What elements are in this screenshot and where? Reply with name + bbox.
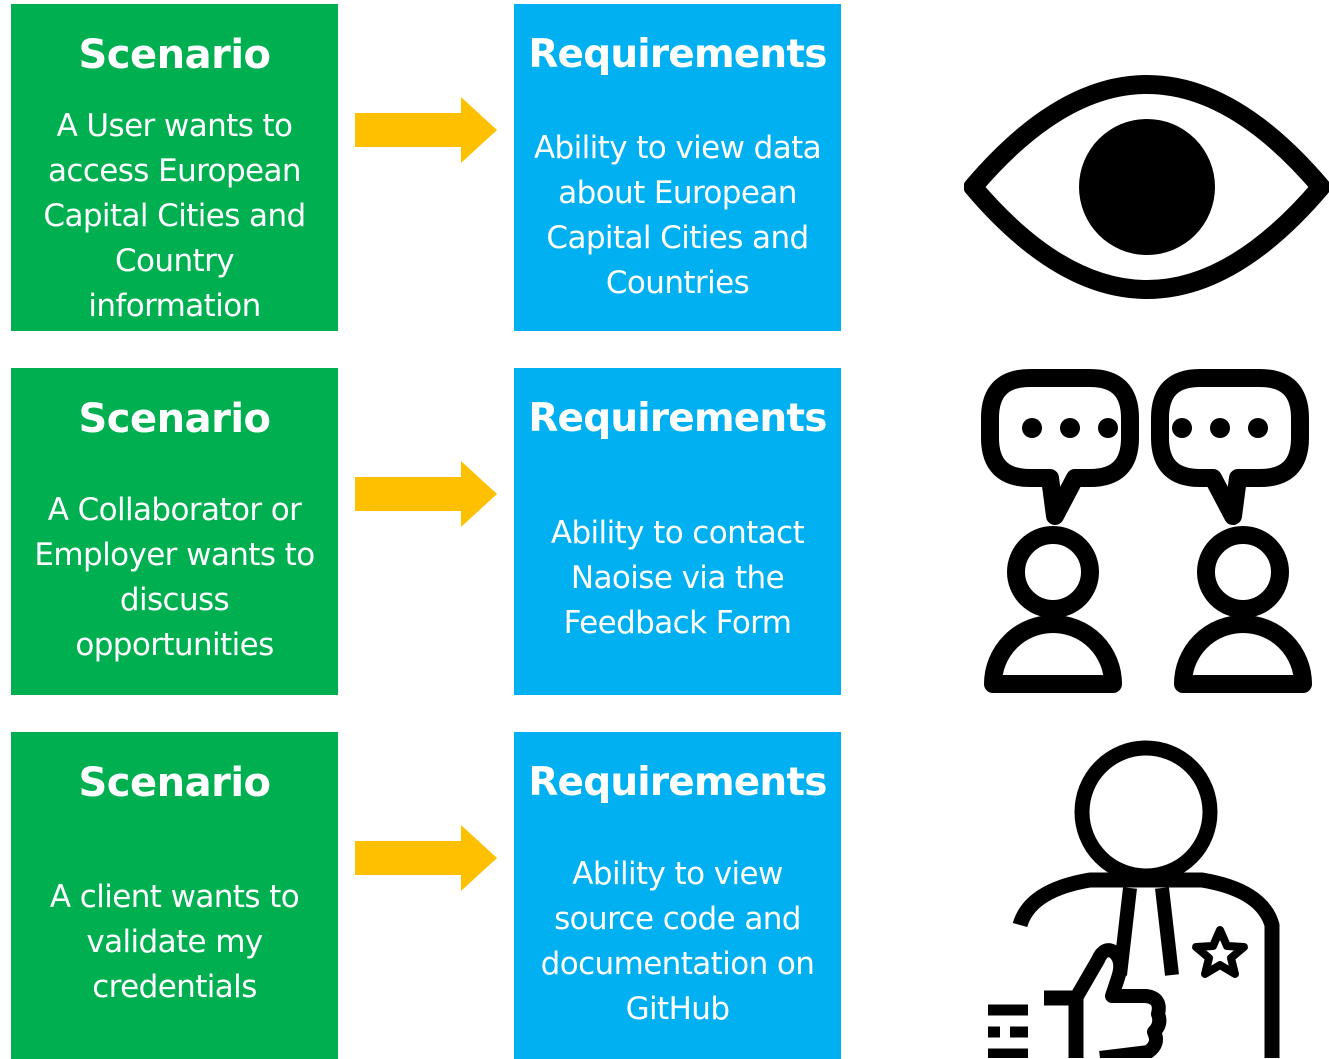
scenario-box: Scenario A User wants to access European… xyxy=(11,4,338,331)
requirement-title: Requirements xyxy=(528,760,827,805)
scenario-text: A client wants to validate my credential… xyxy=(49,879,300,1005)
requirement-box: Requirements Ability to contact Naoise v… xyxy=(514,368,841,695)
scenario-text: A User wants to access European Capital … xyxy=(43,108,306,324)
scenario-row-3: Scenario A client wants to validate my c… xyxy=(0,732,1329,1059)
scenario-box: Scenario A Collaborator or Employer want… xyxy=(11,368,338,695)
requirement-title: Requirements xyxy=(528,32,827,77)
requirement-title: Requirements xyxy=(528,396,827,441)
requirement-text: Ability to view data about European Capi… xyxy=(533,130,822,301)
right-arrow-icon xyxy=(355,825,497,891)
conversation-icon xyxy=(981,369,1312,693)
requirement-text: Ability to contact Naoise via the Feedba… xyxy=(550,515,805,641)
eye-icon xyxy=(964,75,1329,299)
right-arrow-icon xyxy=(355,97,497,163)
scenario-title: Scenario xyxy=(78,396,271,442)
scenario-title: Scenario xyxy=(78,32,271,78)
requirement-text: Ability to view source code and document… xyxy=(540,856,815,1027)
scenario-row-2: Scenario A Collaborator or Employer want… xyxy=(0,368,1329,695)
scenario-text: A Collaborator or Employer wants to disc… xyxy=(34,492,315,663)
right-arrow-icon xyxy=(355,461,497,527)
scenario-box: Scenario A client wants to validate my c… xyxy=(11,732,338,1059)
scenario-title: Scenario xyxy=(78,760,271,806)
requirement-box: Requirements Ability to view data about … xyxy=(514,4,841,331)
endorsed-person-icon xyxy=(988,740,1280,1058)
requirement-box: Requirements Ability to view source code… xyxy=(514,732,841,1059)
scenario-row-1: Scenario A User wants to access European… xyxy=(0,4,1329,331)
